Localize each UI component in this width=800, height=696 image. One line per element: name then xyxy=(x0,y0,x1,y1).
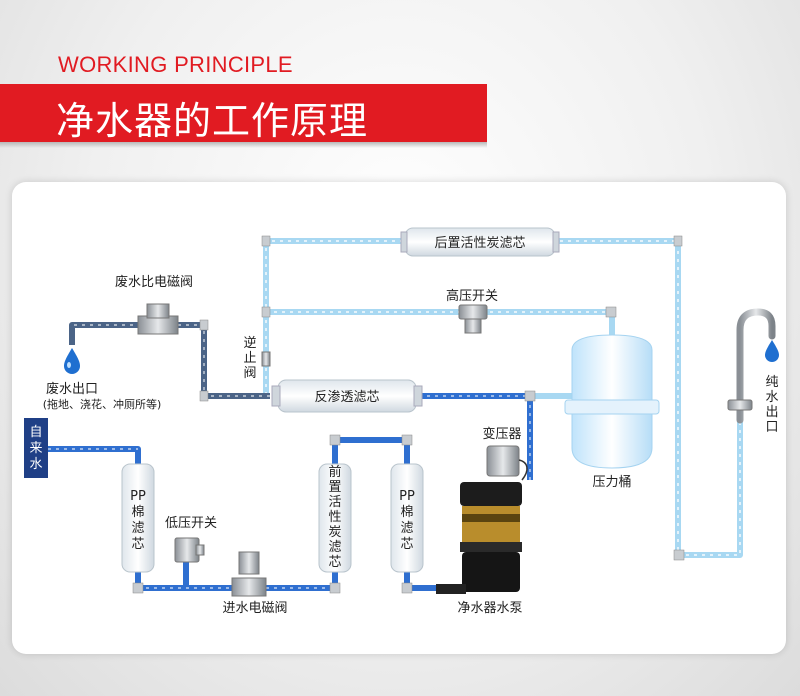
waste-ratio-valve-label: 废水比电磁阀 xyxy=(115,274,193,290)
pp-filter-1-char-2: 棉 xyxy=(131,505,144,520)
faucet-icon xyxy=(727,308,776,424)
waste-outlet-label: 废水出口 xyxy=(46,381,98,397)
pp-filter-1-char-4: 芯 xyxy=(131,537,144,552)
pressure-tank: 压力桶 xyxy=(564,334,660,490)
check-valve-char-1: 逆 xyxy=(243,335,256,351)
pure-outlet-char-1: 纯 xyxy=(765,375,778,390)
transformer: 变压器 xyxy=(482,426,528,481)
transformer-label: 变压器 xyxy=(482,426,521,442)
low-pressure-switch-label: 低压开关 xyxy=(165,516,217,531)
high-pressure-switch: 高压开关 xyxy=(446,288,498,334)
booster-pump: 净水器水泵 xyxy=(436,482,523,616)
title-bar-shadow xyxy=(0,142,487,148)
tap-water-box: 自 来 水 xyxy=(24,418,48,478)
waste-outlet-note: (拖地、浇花、冲厕所等) xyxy=(43,397,162,411)
pipe-pre-to-pp xyxy=(332,437,410,466)
pp-filter-2-char-2: 棉 xyxy=(400,505,413,520)
pipe-waste xyxy=(69,322,270,399)
water-drop-icon xyxy=(64,348,80,374)
pre-carbon-char-4: 性 xyxy=(328,510,341,525)
rear-carbon-filter-label: 后置活性炭滤芯 xyxy=(434,236,525,251)
ro-filter-label: 反渗透滤芯 xyxy=(314,390,379,405)
check-valve-char-2: 止 xyxy=(243,351,256,366)
pp-filter-1: PP 棉 滤 芯 xyxy=(121,463,155,573)
pipe-high-pressure xyxy=(266,309,615,345)
pp-filter-2-char-1: PP xyxy=(399,489,415,504)
page-title: 净水器的工作原理 xyxy=(56,99,369,143)
low-pressure-switch: 低压开关 xyxy=(165,516,217,563)
pure-outlet-char-3: 出 xyxy=(765,405,778,420)
raw-water-pipes xyxy=(48,393,533,591)
check-valve: 逆 止 阀 xyxy=(243,335,271,381)
tap-water-char-2: 来 xyxy=(29,441,42,456)
ro-membrane-filter: 反渗透滤芯 xyxy=(271,379,423,413)
pipe-tap-in xyxy=(48,446,141,466)
inlet-valve-label: 进水电磁阀 xyxy=(222,601,287,616)
pp-filter-2: PP 棉 滤 芯 xyxy=(390,463,424,573)
waste-water-pipes xyxy=(69,322,270,399)
high-pressure-switch-label: 高压开关 xyxy=(446,288,498,304)
pre-carbon-char-2: 置 xyxy=(328,480,341,495)
pp-filter-2-char-4: 芯 xyxy=(400,537,413,552)
working-principle-title: WORKING PRINCIPLE xyxy=(58,52,293,77)
pp-filter-1-char-3: 滤 xyxy=(131,521,144,536)
pure-outlet-char-4: 口 xyxy=(765,420,778,435)
pp-filter-1-char-1: PP xyxy=(130,489,146,504)
pre-carbon-char-5: 炭 xyxy=(328,525,341,540)
pp-filter-2-char-3: 滤 xyxy=(400,521,413,536)
pure-outlet-char-2: 水 xyxy=(765,390,778,405)
pre-carbon-char-1: 前 xyxy=(328,464,341,480)
pre-carbon-char-7: 芯 xyxy=(328,555,341,570)
tank-label: 压力桶 xyxy=(592,475,631,490)
pump-label: 净水器水泵 xyxy=(457,601,522,616)
tap-water-char-1: 自 xyxy=(29,425,42,440)
waste-ratio-valve: 废水比电磁阀 xyxy=(115,274,193,335)
pre-carbon-filter: 前 置 活 性 炭 滤 芯 xyxy=(318,463,352,573)
inlet-solenoid-valve: 进水电磁阀 xyxy=(222,551,288,616)
rear-carbon-filter: 后置活性炭滤芯 xyxy=(400,227,560,257)
pure-water-drop-icon xyxy=(765,340,779,362)
tap-water-char-3: 水 xyxy=(29,457,42,472)
title-bar: 净水器的工作原理 xyxy=(0,84,487,143)
pre-carbon-char-6: 滤 xyxy=(328,540,341,555)
pre-carbon-char-3: 活 xyxy=(328,495,341,510)
check-valve-char-3: 阀 xyxy=(243,366,256,381)
